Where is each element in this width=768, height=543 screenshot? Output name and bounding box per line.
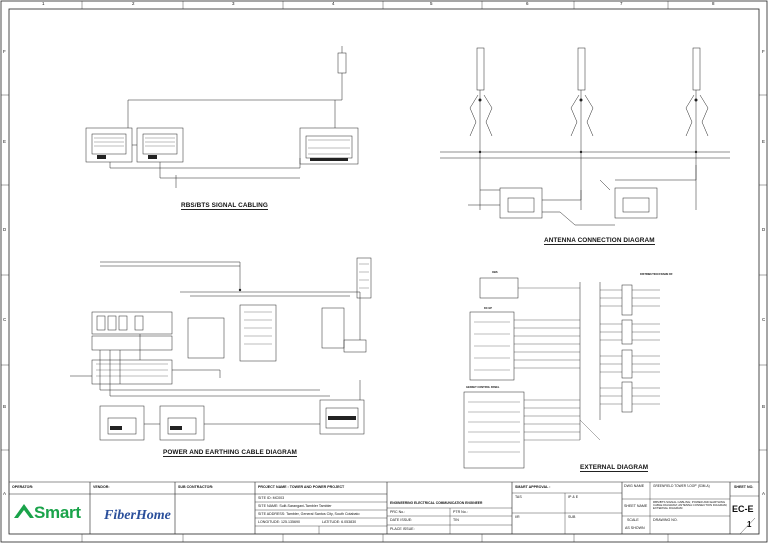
ir-label: I/R [515, 515, 520, 519]
sheet-index: 1 [747, 520, 752, 529]
engineering-title: ENGINEERING ELECTRICAL COMMUNICATION ENG… [390, 501, 483, 505]
col-8: 8 [712, 1, 715, 6]
operator-label: OPERATOR: [12, 485, 34, 489]
antenna-diagram-title: ANTENNA CONNECTION DIAGRAM [544, 237, 655, 246]
row-b: B [3, 404, 7, 409]
vendor-label: VENDOR: [93, 485, 110, 489]
col-1: 1 [42, 1, 45, 6]
date-issue: DATE ISSUE: [390, 518, 413, 522]
scale-value: AS SHOWN [625, 526, 645, 530]
latitude: LATITUDE: 6.053830 [322, 520, 357, 524]
obs-label: OBS [492, 271, 498, 274]
site-name: SITE NAME: Sulit-Sarangani-Tambler Tambl… [258, 504, 332, 508]
longitude: LONGITUDE: 125.135690 [258, 520, 300, 524]
sub-label: SUB [568, 515, 576, 519]
row-b-right: B [762, 404, 766, 409]
sheet-code: EC-E [732, 504, 754, 514]
col-5: 5 [430, 1, 433, 6]
sheet-name-label: SHEET NAME [624, 504, 648, 508]
site-address: SITE ADDRESS: Tambler, General Santos Ci… [258, 512, 360, 516]
drawing-no-label: DRAWING NO. [653, 518, 678, 522]
col-4: 4 [332, 1, 335, 6]
row-a: A [3, 491, 7, 496]
sub-contractor-label: SUB CONTRACTOR: [178, 485, 214, 489]
row-f-right: F [762, 49, 765, 54]
row-d-right: D [762, 227, 766, 232]
row-c: C [3, 317, 7, 322]
ip-se-label: IP & E [568, 495, 579, 499]
col-6: 6 [526, 1, 529, 6]
rbs-diagram-title: RBS/BTS SIGNAL CABLING [181, 202, 268, 211]
tin: TIN [453, 518, 459, 522]
dwg-name: GREENFIELD TOWER 'LOOP' (S3M-A) [653, 484, 710, 488]
row-f: F [3, 49, 6, 54]
row-c-right: C [762, 317, 766, 322]
smart-logo-text: Smart [34, 503, 81, 522]
dc-ep-label: DC EP [484, 307, 492, 310]
dwg-name-label: DWG NAME [624, 484, 645, 488]
sheet-name: RBS/BTS SIGNAL CABLING; POWER AND EARTHI… [653, 500, 728, 511]
scale-label: SCALE [627, 518, 639, 522]
col-3: 3 [232, 1, 235, 6]
col-2: 2 [132, 1, 135, 6]
genset-panel-label: GENSET CONTROL PANEL [466, 386, 500, 389]
row-d: D [3, 227, 7, 232]
tas-label: TAS [515, 495, 522, 499]
col-7: 7 [620, 1, 623, 6]
fiberhome-logo-text: FiberHome [104, 508, 171, 523]
project-name: PROJECT NAME : TOWER AND POWER PROJECT [258, 485, 345, 489]
smart-approval-label: SMART APPROVAL : [515, 485, 551, 489]
row-e-right: E [762, 139, 766, 144]
external-diagram-title: EXTERNAL DIAGRAM [580, 464, 649, 473]
sheet-no-label: SHEET NO. [734, 485, 754, 489]
power-diagram-title: POWER AND EARTHING CABLE DIAGRAM [163, 449, 297, 458]
prc-no: PRC No.: [390, 510, 406, 514]
smart-logo-icon [14, 504, 34, 518]
row-a-right: A [762, 491, 766, 496]
site-id: SITE ID: MC003 [258, 496, 285, 500]
place-issue: PLACE ISSUE: [390, 527, 415, 531]
ptr-no: PTR No.: [453, 510, 468, 514]
distribution-frame-label: DISTRIBUTION FRAME DF [640, 273, 673, 276]
row-e: E [3, 139, 7, 144]
